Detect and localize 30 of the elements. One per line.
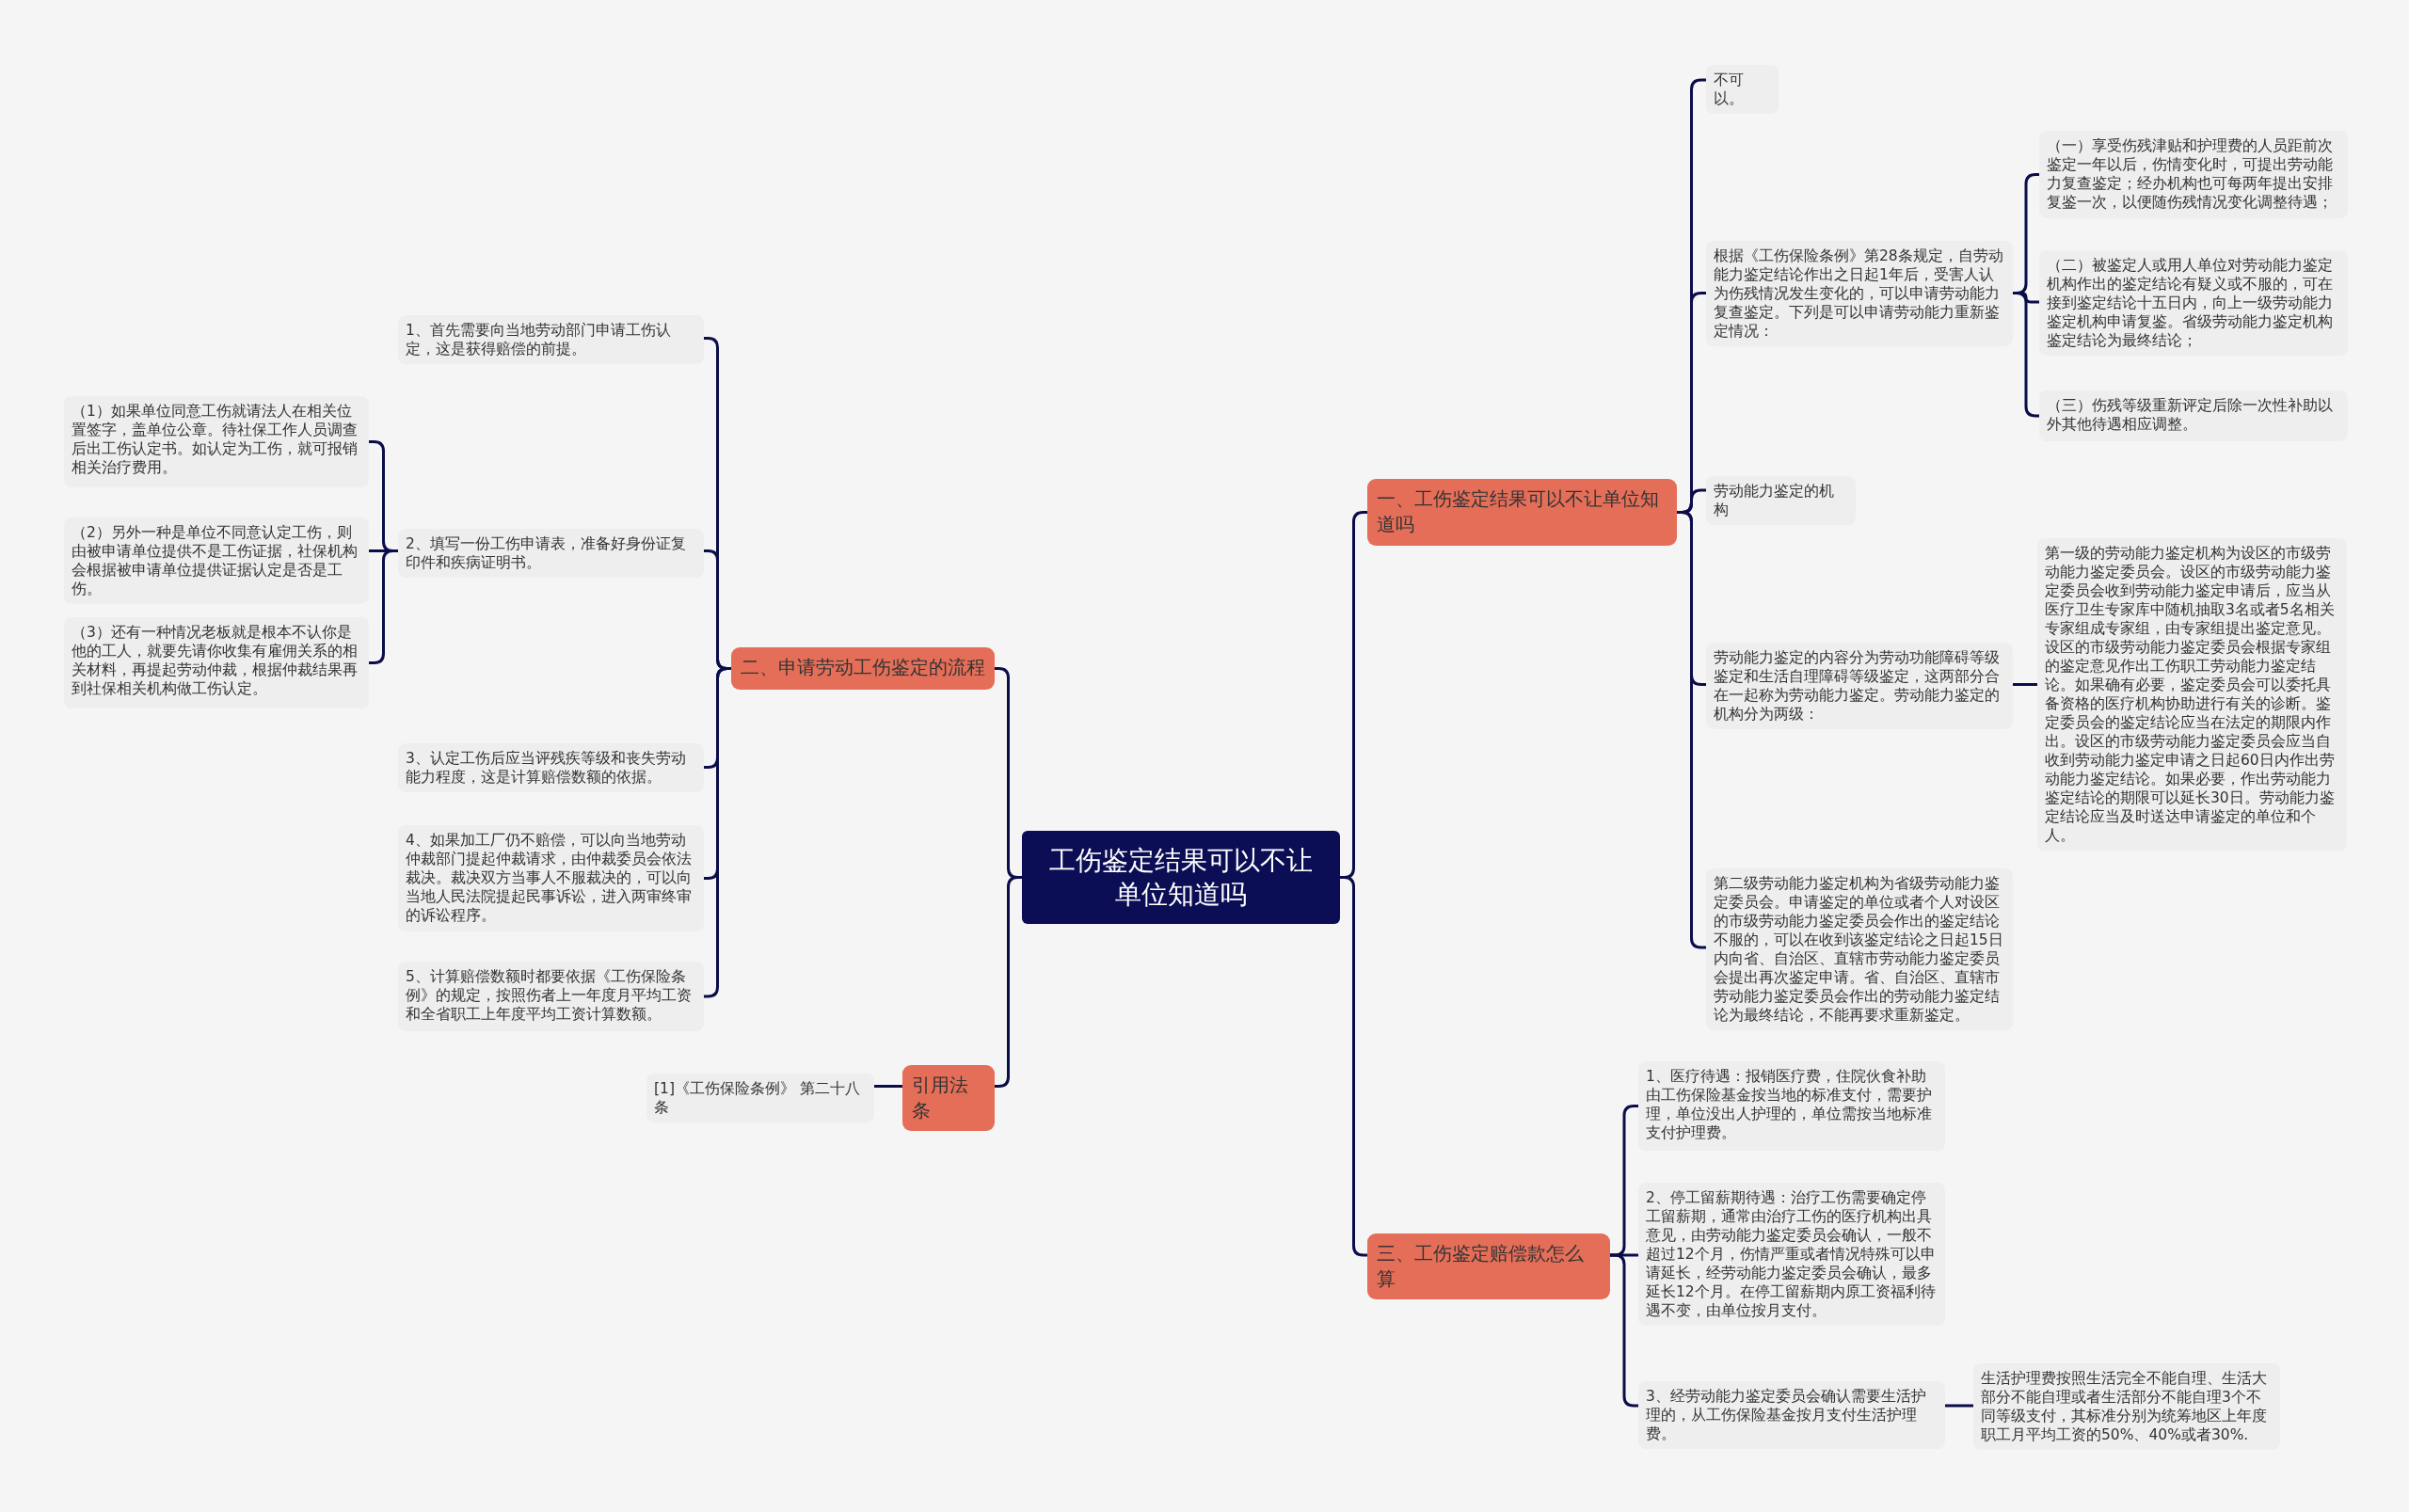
connector-line xyxy=(874,1085,902,1088)
text-box: （一）享受伤残津贴和护理费的人员距前次鉴定一年以后，伤情变化时，可提出劳动能力复查鉴定；经办机构也可每两年提出安排复鉴一次，以便随伤残情况变化调整待遇； xyxy=(2039,131,2348,218)
text-box: （2）另外一种是单位不同意认定工伤，则由被申请单位提供不是工伤证据，社保机构会根据被申请单位提供证据认定是否是工伤。 xyxy=(64,517,369,604)
text-box: 5、计算赔偿数额时都要依据《工伤保险条例》的规定，按照伤者上一年度月平均工资和全省职工上年度平均工资计算数额。 xyxy=(398,962,704,1031)
text-box: 第一级的劳动能力鉴定机构为设区的市级劳动能力鉴定委员会。设区的市级劳动能力鉴定委员会收到劳动能力鉴定申请后，应当从医疗卫生专家库中随机抽取3名或者5名相关专家组成专家组，由专家组提出鉴定意见。设区的市级劳动能力鉴定委员会根据专家组的鉴定意见作出工伤职工劳动能力鉴定结论。如果确有必要，鉴定委员会可以委托具备资格的医疗机构协助进行有关的诊断。鉴定委员会的鉴定结论应当在法定的期限内作出。设区的市级劳动能力鉴定委员会应当自收到劳动能力鉴定申请之日起60日内作出劳动能力鉴定结论。如果必要，作出劳动能力鉴定结论的期限可以延长30日。劳动能力鉴定结论应当及时送达申请鉴定的单位和个人。 xyxy=(2037,538,2347,851)
text-box: （三）伤残等级重新评定后除一次性补助以外其他待遇相应调整。 xyxy=(2039,390,2348,441)
text-box: （3）还有一种情况老板就是根本不认你是他的工人，就要先请你收集有雇佣关系的相关材料，再提起劳动仲裁，根据仲裁结果再到社保相关机构做工伤认定。 xyxy=(64,617,369,708)
text-box: 劳动能力鉴定的机构 xyxy=(1706,476,1856,525)
connector-line xyxy=(2013,683,2037,686)
connector-line xyxy=(1945,1404,1973,1408)
text-box: 4、如果加工厂仍不赔偿，可以向当地劳动仲裁部门提起仲裁请求，由仲裁委员会依法裁决。裁决双方当事人不服裁决的，可以向当地人民法院提起民事诉讼，进入两审终审的诉讼程序。 xyxy=(398,825,704,931)
text-box: 劳动能力鉴定的内容分为劳动功能障碍等级鉴定和生活自理障碍等级鉴定，这两部分合在一起称为劳动能力鉴定。劳动能力鉴定的机构分为两级： xyxy=(1706,643,2013,729)
text-box: 1、医疗待遇：报销医疗费，住院伙食补助由工伤保险基金按当地的标准支付，需要护理，单位没出人护理的，单位需按当地标准支付护理费。 xyxy=(1638,1061,1945,1151)
text-box: （二）被鉴定人或用人单位对劳动能力鉴定机构作出的鉴定结论有疑义或不服的，可在接到鉴定结论十五日内，向上一级劳动能力鉴定机构申请复鉴。省级劳动能力鉴定机构鉴定结论为最终结论； xyxy=(2039,250,2348,356)
branch-topic-box: 一、工伤鉴定结果可以不让单位知道吗 xyxy=(1367,479,1677,546)
branch-topic-box: 引用法条 xyxy=(902,1065,995,1131)
branch-topic-box: 二、申请劳动工伤鉴定的流程 xyxy=(731,647,995,690)
text-box: （1）如果单位同意工伤就请法人在相关位置签字，盖单位公章。待社保工作人员调查后出工伤认定书。如认定为工伤，就可报销相关治疗费用。 xyxy=(64,396,369,487)
text-box: 不可以。 xyxy=(1706,65,1779,114)
text-box: 生活护理费按照生活完全不能自理、生活大部分不能自理或者生活部分不能自理3个不同等级支付，其标准分别为统筹地区上年度职工月平均工资的50%、40%或者30%. xyxy=(1973,1363,2280,1450)
text-box: 2、停工留薪期待遇：治疗工伤需要确定停工留薪期，通常由治疗工伤的医疗机构出具意见，由劳动能力鉴定委员会确认，一般不超过12个月，伤情严重或者情况特殊可以申请延长，经劳动能力鉴定委员会确认，最多延长12个月。在停工留薪期内原工资福利待遇不变，由单位按月支付。 xyxy=(1638,1183,1945,1326)
central-topic-box: 工伤鉴定结果可以不让单位知道吗 xyxy=(1022,831,1340,924)
text-box: 3、经劳动能力鉴定委员会确认需要生活护理的，从工伤保险基金按月支付生活护理费。 xyxy=(1638,1381,1945,1449)
text-box: 第二级劳动能力鉴定机构为省级劳动能力鉴定委员会。申请鉴定的单位或者个人对设区的市级劳动能力鉴定委员会作出的鉴定结论不服的，可以在收到该鉴定结论之日起15日内向省、自治区、直辖市劳动能力鉴定委员会提出再次鉴定申请。省、自治区、直辖市劳动能力鉴定委员会作出的劳动能力鉴定结论为最终结论，不能再要求重新鉴定。 xyxy=(1706,868,2013,1030)
text-box: 2、填写一份工伤申请表，准备好身份证复印件和疾病证明书。 xyxy=(398,529,704,578)
branch-topic-box: 三、工伤鉴定赔偿款怎么算 xyxy=(1367,1233,1610,1299)
text-box: 根据《工伤保险条例》第28条规定，自劳动能力鉴定结论作出之日起1年后，受害人认为伤残情况发生变化的，可以申请劳动能力复查鉴定。下列是可以申请劳动能力重新鉴定情况： xyxy=(1706,241,2013,346)
text-box: [1]《工伤保险条例》 第二十八条 xyxy=(646,1074,874,1122)
text-box: 1、首先需要向当地劳动部门申请工伤认定，这是获得赔偿的前提。 xyxy=(398,315,704,364)
text-box: 3、认定工伤后应当评残疾等级和丧失劳动能力程度，这是计算赔偿数额的依据。 xyxy=(398,743,704,792)
